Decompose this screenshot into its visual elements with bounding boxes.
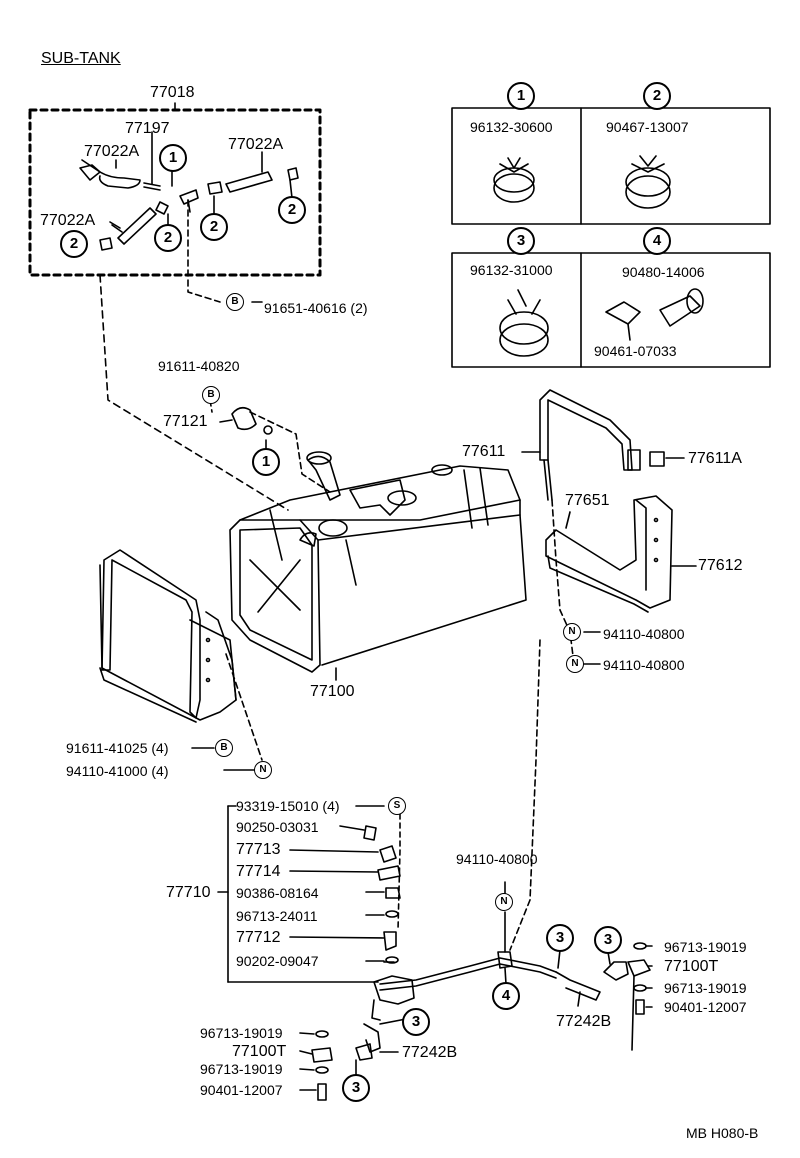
label-90401-12007-b: 90401-12007	[200, 1082, 283, 1098]
label-96713-19019-c: 96713-19019	[200, 1025, 283, 1041]
symbol-n-94110-b: N	[566, 655, 584, 673]
symbol-s-93319: S	[388, 797, 406, 815]
callout-1-detail: 1	[507, 82, 535, 110]
label-96713-19019-b: 96713-19019	[664, 980, 747, 996]
tee-connector	[99, 167, 299, 251]
label-77121: 77121	[163, 413, 208, 430]
connector-77121	[231, 406, 273, 435]
label-77611: 77611	[462, 443, 506, 460]
diagram-code: MB H080-B	[686, 1125, 759, 1141]
label-96713-24011: 96713-24011	[236, 908, 318, 924]
label-77022a-upper-left: 77022A	[84, 143, 140, 160]
label-91611-40820: 91611-40820	[158, 358, 240, 374]
label-77100t-left: 77100T	[232, 1043, 287, 1060]
callout-3-pipe-a: 3	[546, 924, 574, 952]
sub-assembly-77018-box	[28, 102, 322, 277]
label-90250-03031: 90250-03031	[236, 819, 319, 835]
symbol-n-94110-a: N	[563, 623, 581, 641]
clamp-96132-30600-drawing	[493, 157, 535, 203]
tank-band-right-77611-drawing	[539, 389, 665, 501]
label-91611-41025: 91611-41025 (4)	[66, 740, 169, 756]
dashed-leader-91651	[187, 199, 221, 303]
callout-2-subassembly-d: 2	[60, 230, 88, 258]
clamp-96132-31000-drawing	[499, 289, 549, 357]
clamp-90467-13007-drawing	[625, 155, 671, 209]
pipe-77197	[143, 131, 161, 191]
label-77018: 77018	[150, 84, 195, 101]
callout-3-pipe-b: 3	[594, 926, 622, 954]
label-77714: 77714	[236, 863, 281, 880]
tank-band-left-drawing	[99, 549, 237, 723]
callout-2-subassembly-a: 2	[154, 224, 182, 252]
symbol-b-91651: B	[226, 293, 244, 311]
label-77100t-right: 77100T	[664, 958, 719, 975]
label-90467-13007: 90467-13007	[606, 119, 689, 135]
dashed-leader-77121	[209, 399, 331, 493]
callout-2-subassembly-b: 2	[200, 213, 228, 241]
detail-grid	[451, 103, 771, 368]
callout-4-detail: 4	[643, 227, 671, 255]
callout-2-detail: 2	[643, 82, 671, 110]
label-77710: 77710	[166, 884, 211, 901]
dashed-leader-to-pipe	[509, 639, 541, 951]
hose-77022a-right	[225, 151, 273, 193]
label-90386-08164: 90386-08164	[236, 885, 319, 901]
callout-3-pipe-d: 3	[342, 1074, 370, 1102]
label-90202-09047: 90202-09047	[236, 953, 319, 969]
label-77713: 77713	[236, 841, 281, 858]
leader-lines-pipe	[299, 881, 653, 1091]
label-77651: 77651	[565, 492, 610, 509]
callout-4-pipe: 4	[492, 982, 520, 1010]
dashed-leader-left-band	[225, 653, 263, 761]
label-93319-15010: 93319-15010 (4)	[236, 798, 340, 814]
dashed-leader-right-band	[551, 499, 575, 665]
fitting-90480-14006-drawing	[605, 288, 704, 341]
label-94110-40800-b: 94110-40800	[603, 657, 685, 673]
dashed-leader-93319	[397, 813, 401, 931]
label-77022a-right: 77022A	[228, 136, 284, 153]
hose-77022a-upper-left	[79, 159, 141, 189]
leader-lines-drain-assembly	[289, 805, 385, 962]
diagram-title: SUB-TANK	[41, 50, 121, 67]
leader-lines-misc	[109, 159, 697, 771]
callout-1-subassembly: 1	[159, 144, 187, 172]
symbol-n-94110-c: N	[495, 893, 513, 911]
callout-3-pipe-c: 3	[402, 1008, 430, 1036]
label-90461-07033: 90461-07033	[594, 343, 677, 359]
fuel-pipe-drawing	[311, 942, 651, 1101]
dashed-leader-subassembly-to-tank	[99, 274, 289, 511]
symbol-n-94110-41000: N	[254, 761, 272, 779]
label-91651-40616: 91651-40616 (2)	[264, 300, 368, 316]
label-77712: 77712	[236, 929, 281, 946]
symbol-b-91611-40820: B	[202, 386, 220, 404]
label-77242b-left: 77242B	[402, 1044, 458, 1061]
label-77022a-lower-left: 77022A	[40, 212, 96, 229]
label-77612: 77612	[698, 557, 743, 574]
callout-1-tank: 1	[252, 448, 280, 476]
hose-77022a-lower-left	[111, 201, 169, 245]
label-94110-40800-c: 94110-40800	[456, 851, 538, 867]
label-90401-12007-a: 90401-12007	[664, 999, 747, 1015]
label-96132-30600: 96132-30600	[470, 119, 553, 135]
label-94110-40800-a: 94110-40800	[603, 626, 685, 642]
label-77100: 77100	[310, 683, 355, 700]
label-77197: 77197	[125, 120, 170, 137]
fuel-tank-77100-drawing	[229, 451, 527, 673]
symbol-b-91611-41025: B	[215, 739, 233, 757]
drain-assembly-parts-drawing	[363, 825, 401, 964]
callout-2-subassembly-c: 2	[278, 196, 306, 224]
label-96713-19019-a: 96713-19019	[664, 939, 747, 955]
label-77242b-right: 77242B	[556, 1013, 612, 1030]
label-94110-41000: 94110-41000 (4)	[66, 763, 169, 779]
bracket-77710	[217, 805, 379, 983]
label-96713-19019-d: 96713-19019	[200, 1061, 283, 1077]
label-96132-31000: 96132-31000	[470, 262, 553, 278]
callout-3-detail: 3	[507, 227, 535, 255]
label-90480-14006: 90480-14006	[622, 264, 705, 280]
label-77611a: 77611A	[688, 450, 742, 467]
tank-band-right-77612-drawing	[545, 495, 673, 613]
